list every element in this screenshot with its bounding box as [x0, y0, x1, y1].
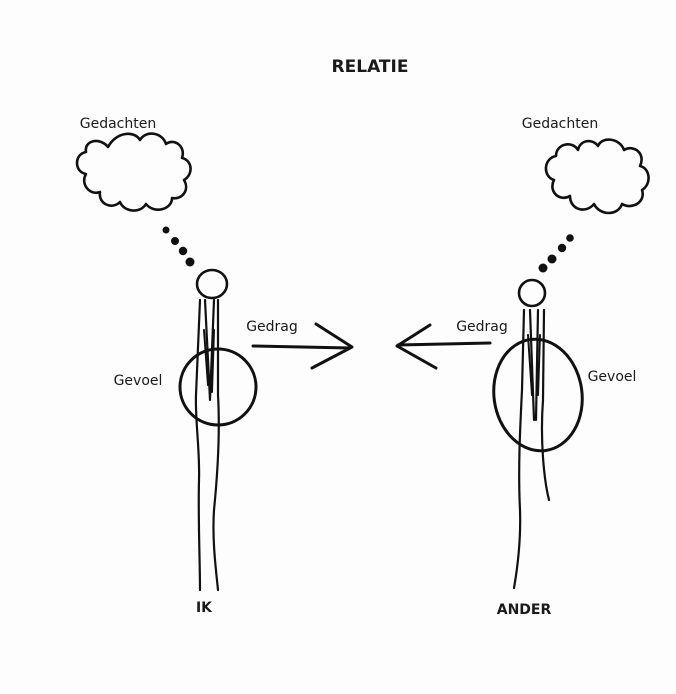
right-thought-dots-icon [539, 234, 574, 272]
right-feeling-label: Gevoel [588, 369, 637, 385]
diagram-title: RELATIE [332, 57, 409, 77]
right-thought-cloud-icon [546, 140, 649, 213]
left-thoughts-label: Gedachten [80, 116, 156, 132]
left-figure-name: IK [196, 600, 213, 616]
left-head-icon [197, 270, 227, 298]
left-feeling-label: Gevoel [114, 373, 163, 389]
right-figure-name: ANDER [497, 602, 552, 618]
right-behavior-label: Gedrag [456, 319, 508, 335]
left-thought-dots-icon [163, 227, 195, 267]
right-thoughts-label: Gedachten [522, 116, 598, 132]
right-figure: Gedachten Gevoel Gedrag ANDER [397, 116, 649, 618]
right-head-icon [519, 280, 545, 306]
left-body-icon [196, 300, 219, 590]
left-thought-cloud-icon [77, 134, 191, 211]
left-figure: Gedachten Gevoel Gedrag IK [77, 116, 352, 616]
left-behavior-label: Gedrag [246, 319, 298, 335]
